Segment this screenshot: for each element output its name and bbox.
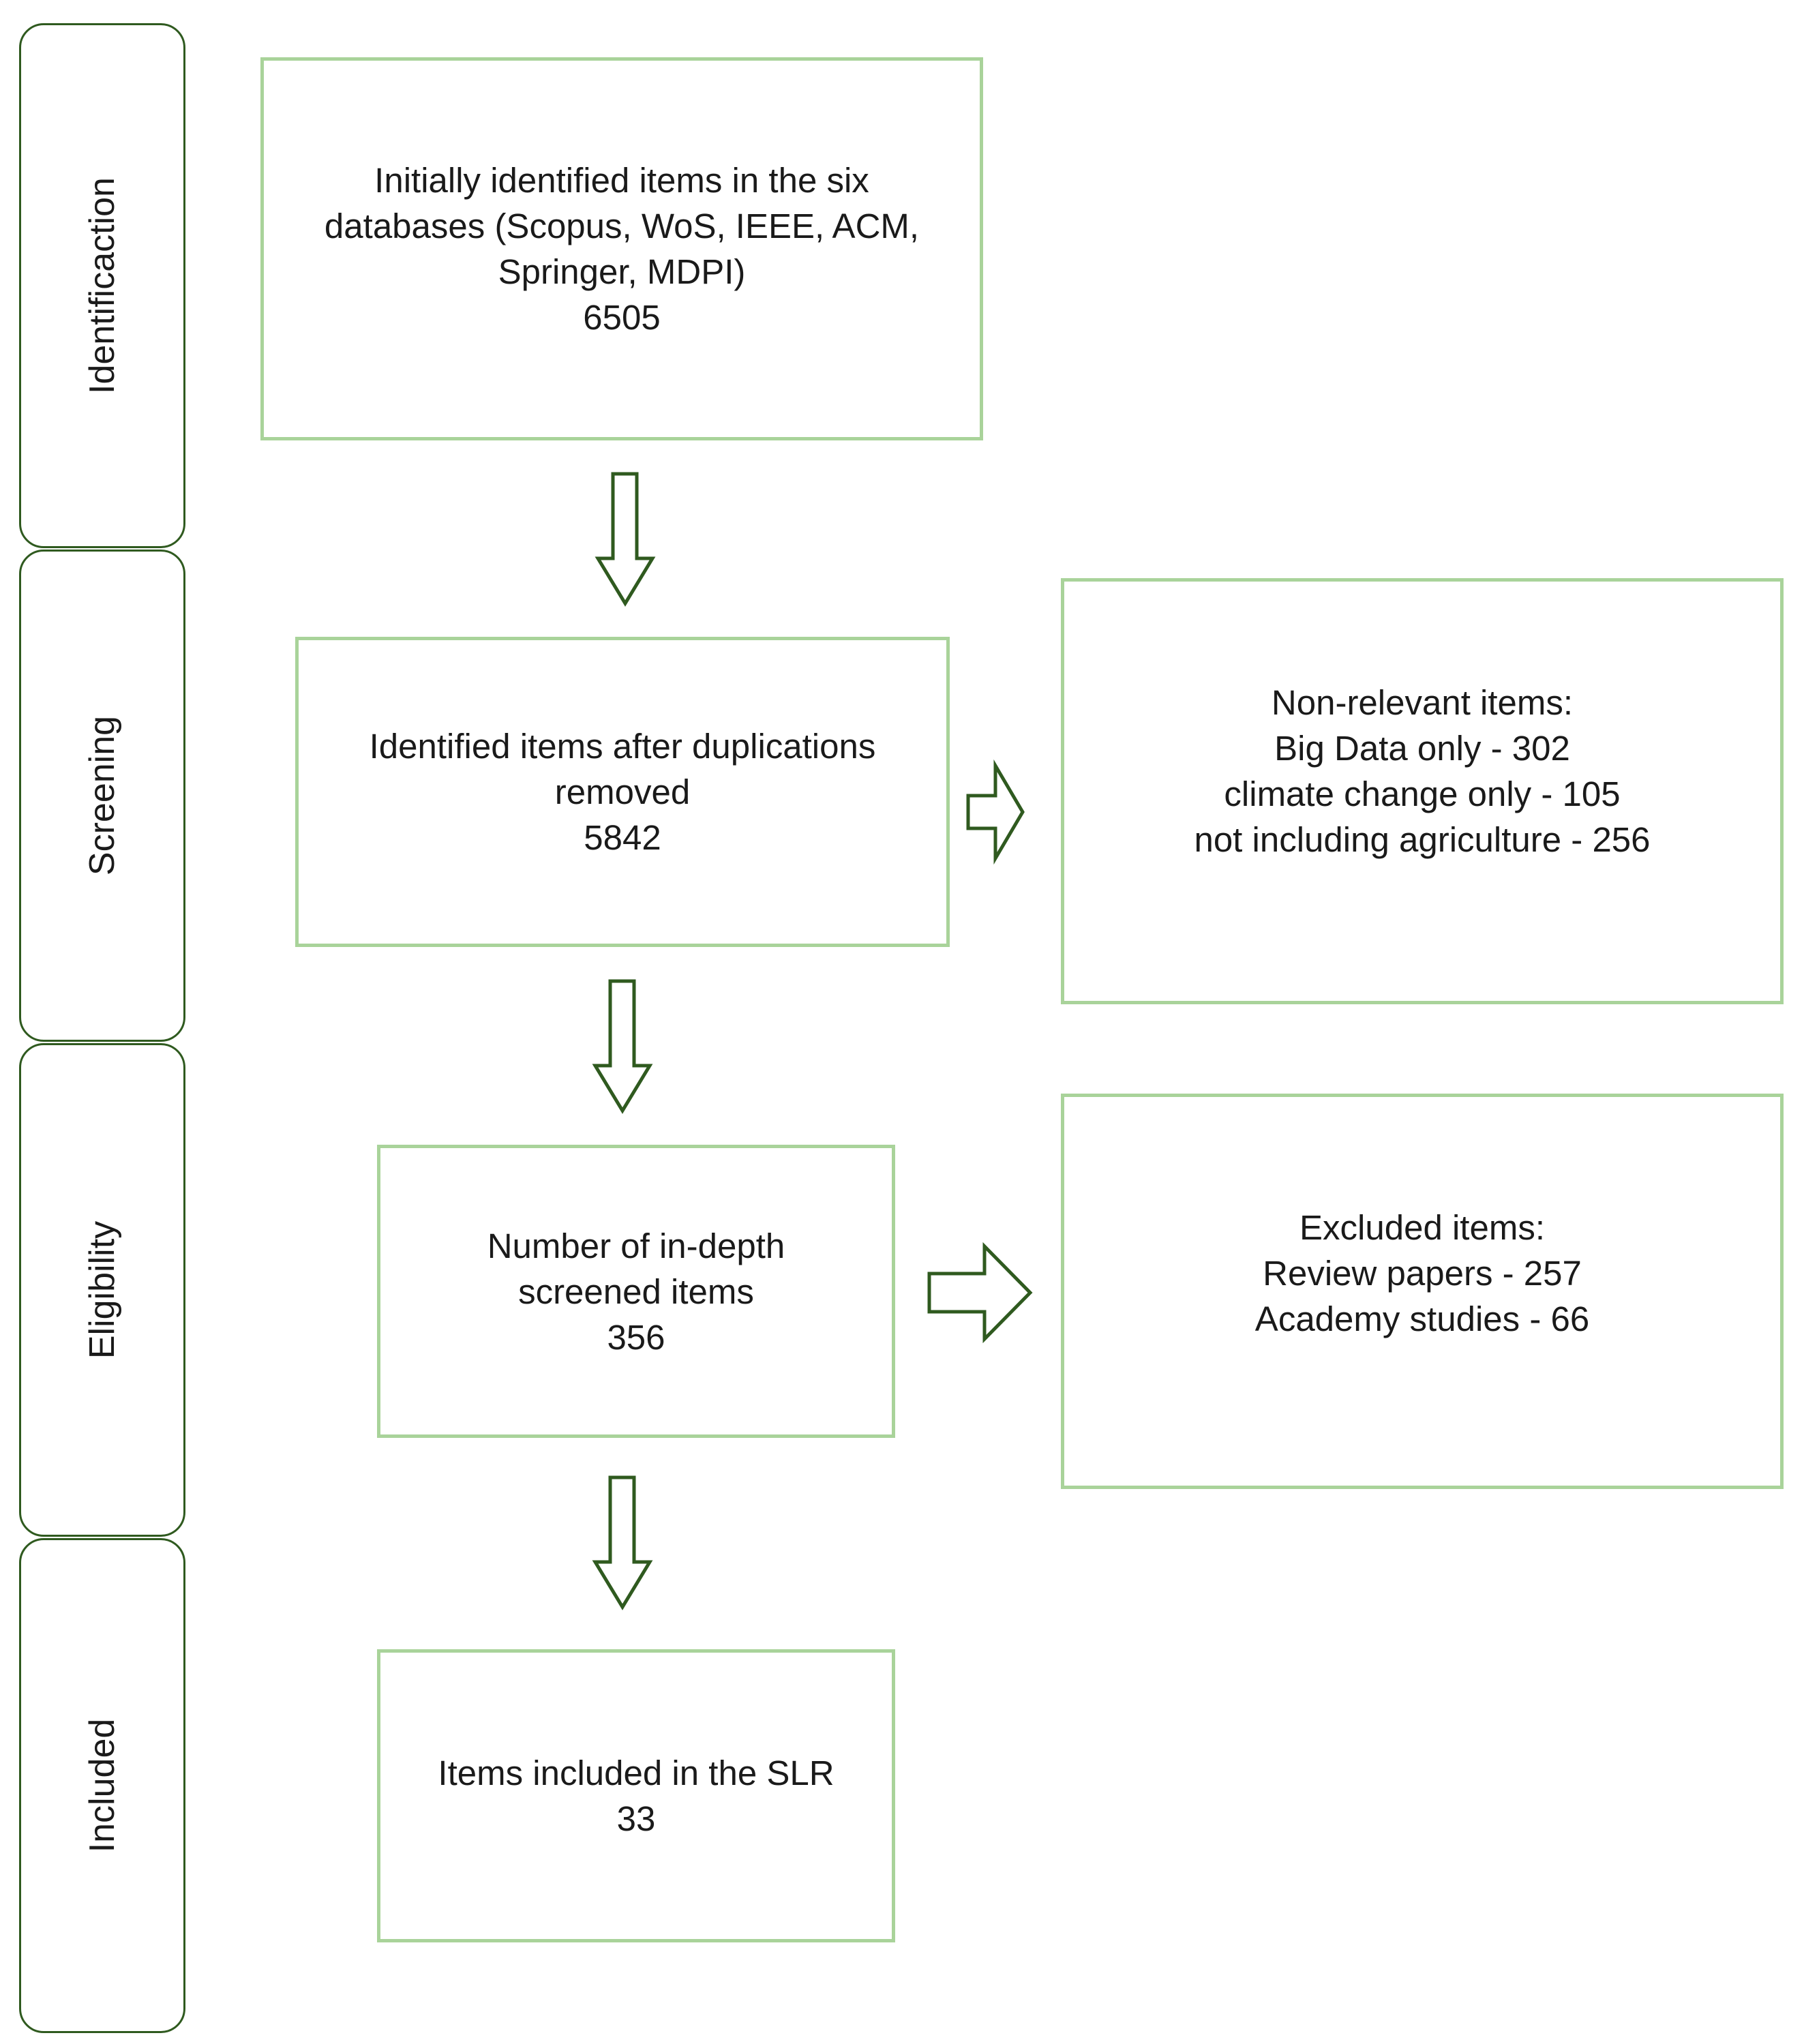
in-depth-count: 356 xyxy=(607,1317,665,1357)
box-line: climate change only - 105 xyxy=(1224,775,1621,813)
box-line: Initially identified items in the six xyxy=(374,161,869,200)
included-count: 33 xyxy=(616,1799,656,1838)
identified-items-text: Initially identified items in the six da… xyxy=(325,157,919,340)
box-line: databases (Scopus, WoS, IEEE, ACM, xyxy=(324,207,920,245)
in-depth-screened-box: Number of in-depth screened items 356 xyxy=(377,1145,895,1438)
in-depth-screened-text: Number of in-depth screened items 356 xyxy=(487,1223,785,1360)
box-line: removed xyxy=(554,772,691,811)
box-line: Big Data only - 302 xyxy=(1274,729,1570,768)
deduplicated-items-text: Identified items after duplications remo… xyxy=(370,723,876,860)
identified-items-box: Initially identified items in the six da… xyxy=(260,57,983,440)
phase-identification-label: Identificaction xyxy=(82,177,122,394)
deduplicated-items-box: Identified items after duplications remo… xyxy=(295,637,950,947)
non-relevant-items-box: Non-relevant items: Big Data only - 302 … xyxy=(1061,578,1784,1004)
box-line: Identified items after duplications xyxy=(369,727,876,766)
box-line: screened items xyxy=(518,1272,754,1311)
phase-eligibility: Eligibility xyxy=(19,1043,185,1537)
deduplicated-count: 5842 xyxy=(584,818,661,857)
identified-count: 6505 xyxy=(583,298,661,337)
included-items-box: Items included in the SLR 33 xyxy=(377,1649,895,1942)
phase-identification: Identificaction xyxy=(19,23,185,548)
right-arrow-icon xyxy=(927,1242,1033,1344)
box-line: Number of in-depth xyxy=(487,1226,785,1265)
box-line: Academy studies - 66 xyxy=(1254,1299,1590,1338)
box-line: Review papers - 257 xyxy=(1263,1254,1582,1293)
excluded-items-text: Excluded items: Review papers - 257 Acad… xyxy=(1255,1205,1589,1342)
down-arrow-icon xyxy=(592,1475,653,1610)
down-arrow-icon xyxy=(595,472,656,607)
excluded-items-box: Excluded items: Review papers - 257 Acad… xyxy=(1061,1094,1784,1489)
box-line: Excluded items: xyxy=(1299,1208,1545,1247)
box-line: Items included in the SLR xyxy=(438,1754,835,1792)
right-arrow-icon xyxy=(966,759,1025,865)
phase-screening-label: Screening xyxy=(82,715,122,876)
non-relevant-items-text: Non-relevant items: Big Data only - 302 … xyxy=(1194,680,1650,862)
phase-included-label: Included xyxy=(82,1718,122,1853)
phase-screening: Screening xyxy=(19,550,185,1042)
included-items-text: Items included in the SLR 33 xyxy=(438,1750,834,1842)
box-line: Springer, MDPI) xyxy=(498,252,746,291)
phase-included: Included xyxy=(19,1538,185,2033)
box-line: Non-relevant items: xyxy=(1271,683,1574,722)
phase-eligibility-label: Eligibility xyxy=(82,1220,122,1359)
down-arrow-icon xyxy=(592,979,653,1114)
box-line: not including agriculture - 256 xyxy=(1194,820,1651,859)
